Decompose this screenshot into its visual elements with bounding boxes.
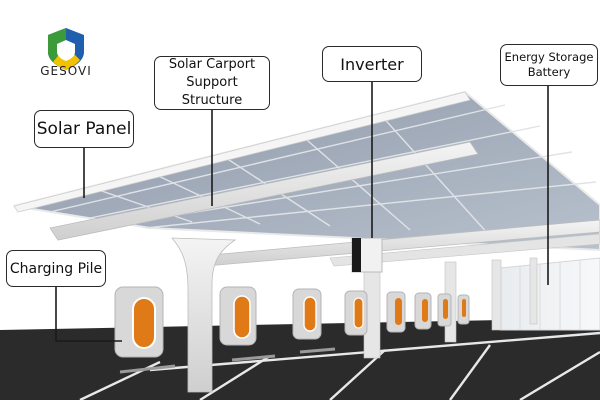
label-support-line2: Support Structure xyxy=(181,75,243,108)
label-energy-storage-battery: Energy Storage Battery xyxy=(500,44,598,86)
energy-storage-battery-wall xyxy=(499,257,600,331)
charging-pile-4 xyxy=(344,290,368,336)
charging-piles xyxy=(114,286,470,374)
label-battery-line2: Battery xyxy=(527,65,571,79)
charging-pile-7 xyxy=(437,293,452,327)
shield-logo-icon xyxy=(48,28,84,70)
main-support-column xyxy=(171,237,237,393)
charging-pile-1 xyxy=(114,286,164,358)
label-inverter: Inverter xyxy=(322,46,422,82)
label-battery-line1: Energy Storage xyxy=(504,50,594,64)
label-solar-panel-text: Solar Panel xyxy=(36,119,132,139)
label-inverter-text: Inverter xyxy=(340,54,404,74)
charging-pile-6 xyxy=(414,292,432,330)
label-solar-carport-support: Solar Carport Support Structure xyxy=(154,56,270,110)
label-support-line1: Solar Carport xyxy=(168,57,256,72)
inverter-box xyxy=(351,237,383,273)
charging-pile-8 xyxy=(457,294,470,325)
charging-pile-2 xyxy=(219,286,257,346)
brand-name: GESOVI xyxy=(40,64,92,78)
charging-pile-5 xyxy=(386,291,406,333)
label-solar-panel: Solar Panel xyxy=(34,110,134,148)
roof-front-edge xyxy=(13,91,471,213)
label-charging-pile: Charging Pile xyxy=(6,250,106,287)
charging-pile-3 xyxy=(292,288,322,340)
label-charging-pile-text: Charging Pile xyxy=(9,260,103,277)
leader-lines xyxy=(55,81,549,342)
